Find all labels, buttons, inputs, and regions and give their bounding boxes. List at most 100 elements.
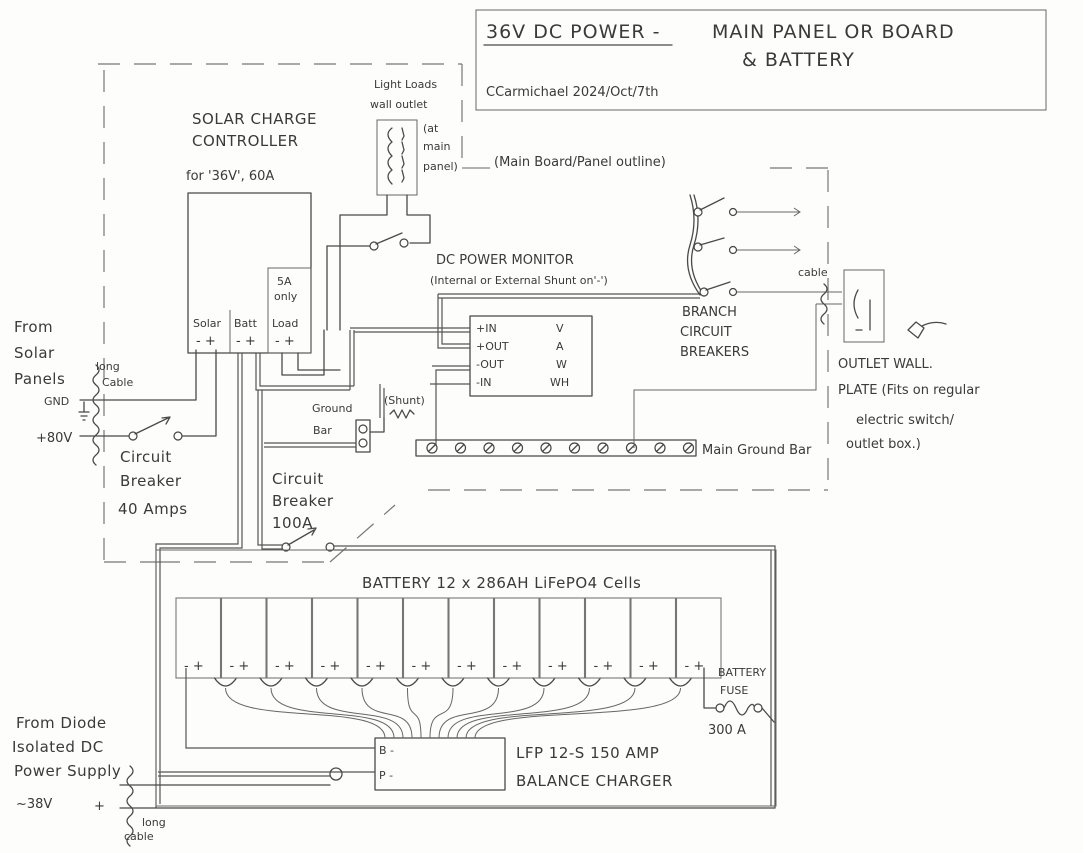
light-loads-note1: (at — [423, 122, 439, 135]
plug-icon — [907, 321, 947, 339]
light-loads-line2: wall outlet — [370, 98, 428, 111]
cell-link-icon — [441, 677, 465, 687]
dc-supply-plus: + — [94, 799, 105, 814]
balance-lead — [465, 687, 636, 739]
terminal-load-polarity: - + — [275, 334, 295, 349]
monitor-subtitle: (Internal or External Shunt on'-') — [430, 274, 608, 287]
cell-polarity: - + — [321, 659, 341, 674]
balance-charger: B - P - LFP 12-S 150 AMP BALANCE CHARGER — [158, 668, 681, 791]
title-author: CCarmichael 2024/Oct/7th — [486, 85, 659, 100]
battery-cell: - + — [402, 597, 465, 687]
solar-input-line3: Panels — [14, 370, 65, 388]
solar-charge-controller: SOLAR CHARGE CONTROLLER for '36V', 60A 5… — [186, 110, 317, 354]
outlet-plate-line2: PLATE (Fits on regular — [838, 383, 980, 398]
balance-charger-line2: BALANCE CHARGER — [516, 772, 673, 790]
dc-supply-voltage: ~38V — [16, 797, 52, 812]
balance-lead — [474, 687, 681, 739]
balance-lead — [361, 687, 413, 739]
battery-cell: - + — [584, 597, 647, 687]
load-note1: 5A — [277, 275, 292, 288]
title-box — [475, 9, 1047, 111]
dc-supply-line2: Isolated DC — [12, 738, 104, 756]
dc-cable-label2: cable — [124, 830, 154, 843]
battery-cell: - + — [630, 597, 693, 687]
main-board-outline: (Main Board/Panel outline) — [98, 63, 829, 563]
cell-polarity: - + — [275, 659, 295, 674]
shunt-label: (Shunt) — [384, 394, 425, 407]
cell-polarity: - + — [412, 659, 432, 674]
battery-enclosure — [155, 549, 777, 807]
ground-symbol-icon — [78, 401, 90, 421]
cell-link-icon — [213, 677, 238, 687]
breaker-40-line2: Breaker — [120, 472, 182, 490]
cell-polarity: - + — [503, 659, 523, 674]
balance-charger-box — [374, 737, 506, 791]
long-cable-icon — [126, 765, 134, 847]
battery-pack: BATTERY 12 x 286AH LiFePO4 Cells - +- +-… — [155, 549, 777, 807]
breaker-100-line2: Breaker — [272, 492, 334, 510]
cable-icon — [820, 283, 828, 325]
cell-polarity: - + — [457, 659, 477, 674]
pin-b-label: B - — [379, 744, 394, 757]
monitor-box — [469, 315, 593, 397]
cell-link-icon — [395, 677, 420, 687]
board-outline-label: (Main Board/Panel outline) — [494, 155, 666, 170]
battery-cell: - + — [539, 597, 602, 687]
pin-p-label: P - — [379, 769, 393, 782]
branch-breakers-line3: BREAKERS — [680, 345, 749, 360]
branch-breakers-line1: BRANCH — [682, 305, 737, 320]
monitor-terminal-plus-in: +IN — [476, 322, 497, 335]
terminal-batt-polarity: - + — [236, 334, 256, 349]
breaker-40-terminal — [173, 431, 183, 441]
battery-cell: - + — [220, 597, 283, 687]
cell-link-icon — [577, 677, 602, 687]
shunt-resistor-icon — [389, 409, 415, 419]
cell-link-icon — [304, 677, 329, 687]
cell-link-icon — [259, 677, 283, 687]
battery-cell: - + — [448, 597, 511, 687]
battery-cell: - + — [357, 597, 420, 687]
cell-link-icon — [623, 677, 647, 687]
outlet-socket-icon — [853, 289, 871, 331]
title-block: 36V DC POWER - MAIN PANEL OR BOARD & BAT… — [475, 9, 1047, 111]
monitor-readout-wh: WH — [550, 376, 569, 389]
light-switch-terminal — [399, 238, 409, 248]
title-sub-line1: MAIN PANEL OR BOARD — [712, 21, 955, 43]
cell-link-icon — [532, 677, 556, 687]
small-ground-bar: Ground Bar — [264, 402, 385, 453]
breaker-100-line3: 100A — [272, 514, 313, 532]
solar-input: From Solar Panels GND +80V long Cable Ci… — [14, 318, 217, 518]
breaker-100-line1: Circuit — [272, 470, 324, 488]
light-loads-note3: panel) — [423, 160, 458, 173]
solar-gnd-label: GND — [44, 395, 69, 408]
ferrite-icon — [329, 767, 343, 781]
dc-cable-label1: long — [142, 816, 166, 829]
title-main: 36V DC POWER - — [486, 21, 660, 43]
monitor-title: DC POWER MONITOR — [436, 253, 574, 268]
solar-input-line1: From — [14, 318, 53, 336]
cell-polarity: - + — [184, 659, 204, 674]
load-note2: only — [274, 290, 298, 303]
monitor-terminal-plus-out: +OUT — [476, 340, 509, 353]
main-ground-bar-rail — [415, 439, 697, 457]
controller-line2: CONTROLLER — [192, 132, 299, 150]
balance-lead — [456, 687, 590, 739]
light-loads-outlet: Light Loads wall outlet (at main panel) — [326, 78, 458, 331]
terminal-solar-label: Solar — [193, 317, 222, 330]
dc-supply-line3: Power Supply — [14, 762, 121, 780]
terminal-batt-label: Batt — [234, 317, 258, 330]
terminal-solar-polarity: - + — [196, 334, 216, 349]
outlet-socket-icon — [387, 127, 393, 185]
battery-cell: - + — [175, 597, 238, 687]
cell-polarity: - + — [230, 659, 250, 674]
wall-plate-box — [843, 269, 885, 343]
light-loads-line1: Light Loads — [374, 78, 437, 91]
breaker-40-line3: 40 Amps — [118, 500, 188, 518]
main-ground-bar-label: Main Ground Bar — [702, 443, 812, 458]
balance-lead — [438, 687, 499, 739]
long-cable-icon — [92, 364, 100, 466]
dc-power-monitor: DC POWER MONITOR (Internal or External S… — [350, 253, 700, 448]
battery-cell: - + — [266, 597, 329, 687]
monitor-readout-a: A — [556, 340, 564, 353]
